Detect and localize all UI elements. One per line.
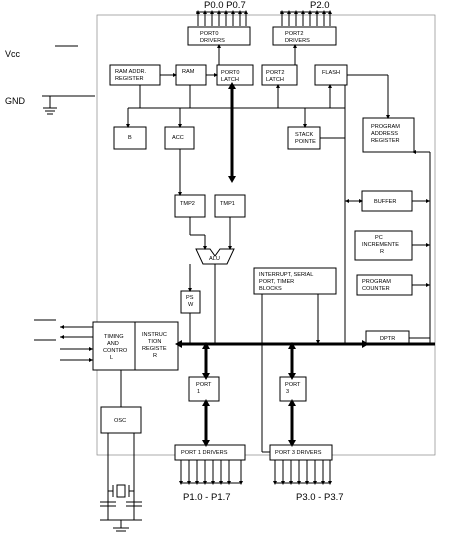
- svg-text:ALU: ALU: [209, 256, 220, 262]
- svg-text:BLOCKS: BLOCKS: [259, 286, 282, 292]
- svg-text:DRIVERS: DRIVERS: [285, 38, 310, 44]
- acc-block: ACC: [164, 126, 195, 150]
- svg-text:INTERRUPT, SERIAL: INTERRUPT, SERIAL: [259, 272, 313, 278]
- vcc-label: Vcc: [5, 49, 21, 59]
- svg-text:R: R: [380, 249, 384, 255]
- ram-block: RAM: [175, 64, 207, 86]
- p3-pin-arrows: [273, 460, 332, 485]
- svg-text:LATCH: LATCH: [266, 77, 284, 83]
- svg-text:PORT, TIMER: PORT, TIMER: [259, 279, 294, 285]
- svg-text:DPTR: DPTR: [380, 336, 395, 342]
- svg-text:RAM ADDR.: RAM ADDR.: [115, 69, 147, 75]
- gnd-label: GND: [5, 96, 26, 106]
- p0-pins-label: P0.0 P0.7: [204, 0, 246, 11]
- svg-text:DRIVERS: DRIVERS: [200, 38, 225, 44]
- timing-control-block: TIMING AND CONTRO L: [92, 321, 136, 371]
- interrupt-serial-timer-block: INTERRUPT, SERIAL PORT, TIMER BLOCKS: [253, 267, 337, 295]
- svg-text:FLASH: FLASH: [322, 70, 340, 76]
- port0-latch-block: PORT0 LATCH: [216, 64, 254, 86]
- port2-latch-block: PORT2 LATCH: [261, 64, 298, 86]
- svg-text:TMP1: TMP1: [220, 201, 235, 207]
- p2-pin-arrows: [280, 10, 332, 26]
- p2-pins-label: P2.0: [310, 0, 330, 11]
- psw-block: PS W: [180, 290, 201, 314]
- svg-text:PORT 1 DRIVERS: PORT 1 DRIVERS: [181, 450, 228, 456]
- svg-text:PROGRAM: PROGRAM: [371, 124, 400, 130]
- svg-text:PORT0: PORT0: [221, 70, 240, 76]
- svg-text:PORT2: PORT2: [266, 70, 285, 76]
- program-address-register-block: PROGRAM ADDRESS REGISTER: [362, 117, 415, 153]
- svg-text:RAM: RAM: [182, 69, 195, 75]
- svg-text:PORT: PORT: [196, 382, 212, 388]
- svg-text:TION: TION: [148, 339, 161, 345]
- port1-drivers-block: PORT 1 DRIVERS: [174, 444, 246, 461]
- chip-boundary: [96, 14, 436, 456]
- svg-text:1: 1: [197, 389, 200, 395]
- svg-text:POINTE: POINTE: [295, 139, 316, 145]
- svg-text:REGISTE: REGISTE: [142, 346, 167, 352]
- svg-text:STACK: STACK: [295, 132, 314, 138]
- svg-text:ACC: ACC: [172, 135, 184, 141]
- svg-text:AND: AND: [107, 341, 119, 347]
- svg-text:B: B: [128, 135, 132, 141]
- svg-text:PORT 3 DRIVERS: PORT 3 DRIVERS: [275, 450, 322, 456]
- svg-text:INSTRUC: INSTRUC: [142, 332, 167, 338]
- svg-text:L: L: [110, 355, 113, 361]
- svg-text:PORT: PORT: [285, 382, 301, 388]
- svg-text:PC: PC: [375, 235, 383, 241]
- svg-text:LATCH: LATCH: [221, 77, 239, 83]
- buffer-block: BUFFER: [361, 190, 413, 212]
- svg-text:PORT0: PORT0: [200, 31, 219, 37]
- crystal-symbol: [116, 484, 126, 498]
- p0-pin-arrows: [196, 10, 248, 26]
- svg-text:W: W: [188, 302, 194, 308]
- svg-text:TMP2: TMP2: [180, 201, 195, 207]
- p1-pins-label: P1.0 - P1.7: [183, 492, 231, 503]
- svg-text:REGISTER: REGISTER: [371, 138, 400, 144]
- port0-drivers-block: PORT0 DRIVERS: [187, 26, 251, 46]
- svg-text:BUFFER: BUFFER: [374, 199, 396, 205]
- p1-pin-arrows: [179, 460, 243, 485]
- port1-block: PORT 1: [188, 376, 220, 402]
- svg-text:PROGRAM: PROGRAM: [362, 279, 391, 285]
- svg-text:CONTRO: CONTRO: [103, 348, 128, 354]
- program-counter-block: PROGRAM COUNTER: [356, 274, 413, 296]
- flash-block: FLASH: [314, 64, 348, 86]
- instruction-register-block: INSTRUC TION REGISTE R: [134, 321, 179, 371]
- svg-text:R: R: [153, 353, 157, 359]
- svg-text:REGISTER: REGISTER: [115, 76, 144, 82]
- osc-block: OSC: [100, 406, 142, 434]
- port2-drivers-block: PORT2 DRIVERS: [272, 26, 337, 46]
- svg-text:3: 3: [286, 389, 289, 395]
- svg-text:ADDRESS: ADDRESS: [371, 131, 398, 137]
- svg-text:TIMING: TIMING: [104, 334, 124, 340]
- pc-incrementer-block: PC INCREMENTE R: [354, 230, 413, 261]
- tmp1-block: TMP1: [214, 194, 246, 218]
- port3-drivers-block: PORT 3 DRIVERS: [269, 444, 333, 461]
- port3-block: PORT 3: [279, 376, 307, 402]
- tmp2-block: TMP2: [174, 194, 206, 218]
- svg-text:PS: PS: [186, 295, 194, 301]
- svg-text:COUNTER: COUNTER: [362, 286, 390, 292]
- b-register-block: B: [113, 126, 147, 150]
- p3-pins-label: P3.0 - P3.7: [296, 492, 344, 503]
- svg-text:PORT2: PORT2: [285, 31, 304, 37]
- alu-block: ALU: [195, 248, 235, 265]
- svg-text:INCREMENTE: INCREMENTE: [362, 242, 399, 248]
- svg-text:OSC: OSC: [114, 418, 126, 424]
- stack-pointer-block: STACK POINTE: [287, 126, 321, 150]
- ram-addr-register-block: RAM ADDR. REGISTER: [109, 64, 161, 86]
